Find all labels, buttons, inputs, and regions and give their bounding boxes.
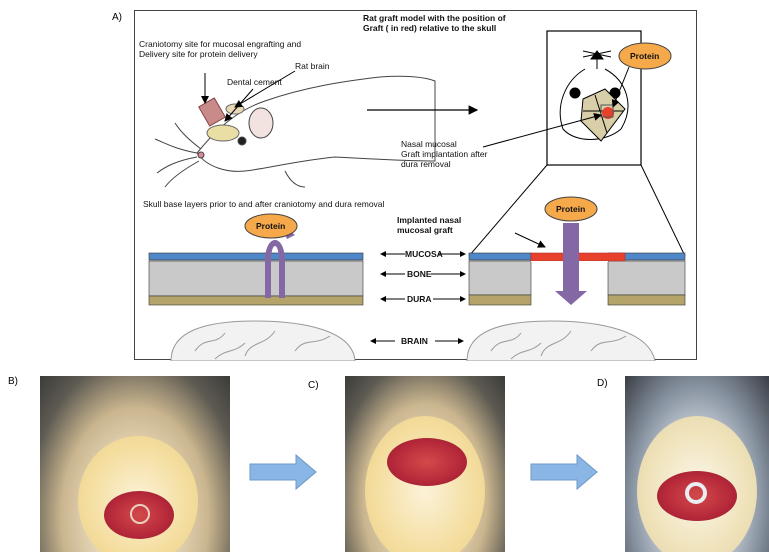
skull-base-label: Skull base layers prior to and after cra…: [143, 199, 384, 209]
brain-right: [467, 321, 655, 361]
implanted-graft-label: Implanted nasal mucosal graft: [397, 215, 461, 235]
graft-ring: [685, 482, 707, 504]
panel-label-b: B): [8, 376, 18, 387]
layers-right: [469, 223, 685, 305]
figure-title: Rat graft model with the position of Gra…: [363, 13, 506, 33]
protein-label-right: Protein: [556, 204, 585, 214]
photo-d: [625, 376, 769, 552]
panel-label-d: D): [597, 378, 608, 389]
dental-cement-label: Dental cement: [227, 77, 282, 87]
panel-label-c: C): [308, 380, 319, 391]
rat-brain-label: Rat brain: [295, 61, 330, 71]
schematic-svg: [135, 11, 698, 361]
blue-arrow-1: [250, 455, 316, 489]
blue-arrow-2: [531, 455, 597, 489]
dura-label: DURA: [407, 294, 432, 304]
protein-label-top: Protein: [630, 51, 659, 61]
craniotomy-label: Craniotomy site for mucosal engrafting a…: [139, 39, 301, 59]
layers-left: [149, 225, 363, 305]
panel-label-a: A): [112, 12, 122, 23]
incision: [387, 438, 467, 486]
graft-site: [130, 504, 150, 524]
brain-left: [171, 321, 355, 361]
rat-illustration: [155, 76, 435, 187]
photo-b: [40, 376, 230, 552]
brain-label: BRAIN: [401, 336, 428, 346]
photo-c: [345, 376, 505, 552]
bone-label: BONE: [407, 269, 432, 279]
nasal-mucosal-label: Nasal mucosal Graft implantation after d…: [401, 139, 487, 169]
schematic-panel: Rat graft model with the position of Gra…: [134, 10, 697, 360]
mucosa-label: MUCOSA: [405, 249, 443, 259]
protein-label-left: Protein: [256, 221, 285, 231]
